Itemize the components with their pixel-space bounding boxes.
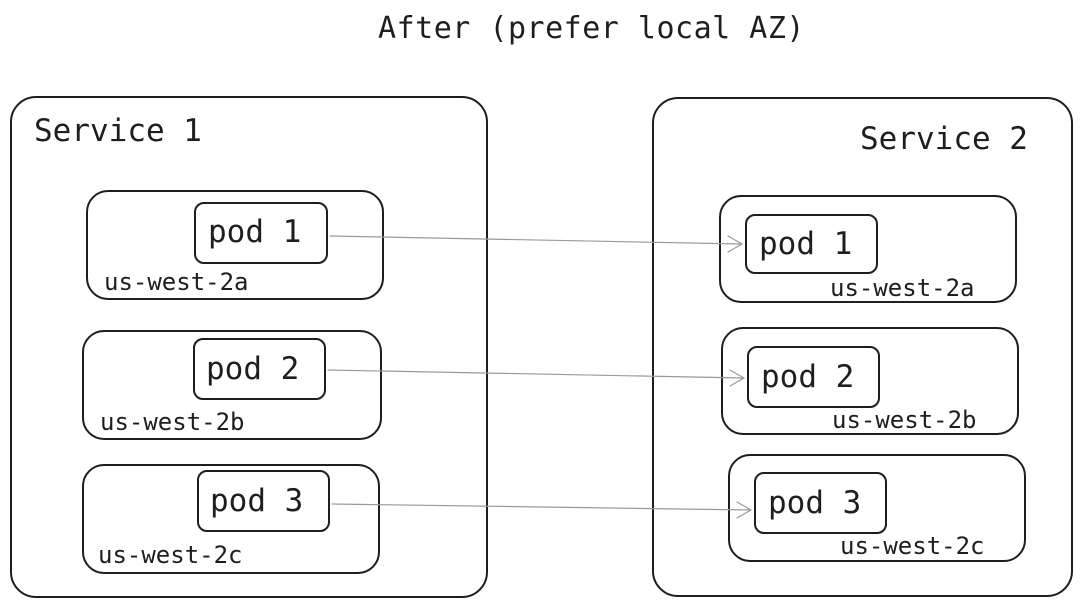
service-1-pod-1-label: pod 1	[208, 214, 302, 250]
service-1-pod-3	[197, 470, 330, 532]
service-1-container	[10, 96, 488, 598]
service-1-zone-b-label: us-west-2b	[100, 408, 245, 436]
service-1-zone-c	[82, 464, 380, 574]
service-1-zone-a	[86, 190, 384, 300]
service-2-pod-3-label: pod 3	[768, 485, 862, 521]
service-1-label: Service 1	[34, 113, 202, 149]
service-2-zone-b	[721, 327, 1019, 435]
service-1-zone-c-label: us-west-2c	[98, 541, 243, 569]
service-2-pod-2	[747, 346, 880, 408]
service-1-pod-1	[194, 202, 328, 264]
service-1-pod-2-label: pod 2	[206, 351, 300, 387]
service-2-pod-3	[754, 472, 887, 534]
service-1-pod-3-label: pod 3	[210, 483, 304, 519]
service-1-zone-a-label: us-west-2a	[104, 268, 249, 296]
service-1-pod-2	[193, 338, 326, 400]
diagram-title: After (prefer local AZ)	[378, 11, 805, 46]
service-2-zone-a	[719, 195, 1017, 303]
service-2-zone-c-label: us-west-2c	[840, 532, 985, 560]
service-2-container	[652, 97, 1073, 597]
service-2-label: Service 2	[860, 121, 1028, 157]
service-2-zone-b-label: us-west-2b	[832, 406, 977, 434]
service-2-pod-2-label: pod 2	[761, 359, 855, 395]
service-2-pod-1	[745, 214, 878, 274]
service-2-zone-a-label: us-west-2a	[830, 274, 975, 302]
service-1-zone-b	[82, 330, 382, 440]
service-2-pod-1-label: pod 1	[759, 226, 853, 262]
